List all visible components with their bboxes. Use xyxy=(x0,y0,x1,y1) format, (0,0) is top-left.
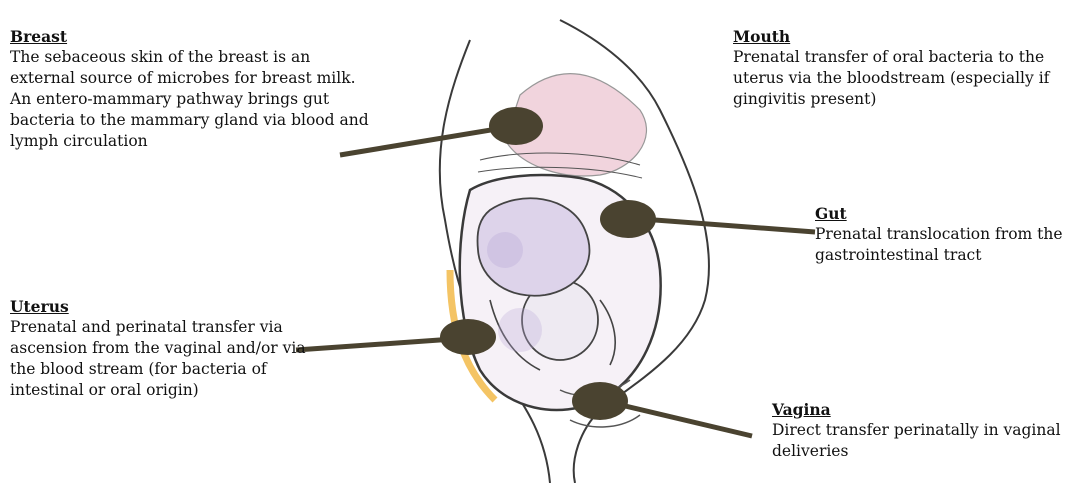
gut-connector-line xyxy=(628,218,815,232)
vagina-heading: Vagina xyxy=(772,399,1072,420)
mouth-heading: Mouth xyxy=(733,26,1083,47)
fetal-texture-2 xyxy=(498,308,542,352)
gut-label-block: Gut Prenatal translocation from the gast… xyxy=(815,203,1080,266)
vagina-marker xyxy=(572,382,628,420)
fetal-texture-1 xyxy=(487,232,523,268)
mouth-label-block: Mouth Prenatal transfer of oral bacteria… xyxy=(733,26,1083,110)
gut-description: Prenatal translocation from the gastroin… xyxy=(815,224,1080,266)
vagina-label-block: Vagina Direct transfer perinatally in va… xyxy=(772,399,1072,462)
mouth-description: Prenatal transfer of oral bacteria to th… xyxy=(733,47,1083,110)
breast-heading: Breast xyxy=(10,26,380,47)
breast-marker xyxy=(489,107,543,145)
uterus-heading: Uterus xyxy=(10,296,310,317)
uterus-marker xyxy=(440,319,496,355)
uterus-description: Prenatal and perinatal transfer via asce… xyxy=(10,317,310,401)
gut-heading: Gut xyxy=(815,203,1080,224)
uterus-label-block: Uterus Prenatal and perinatal transfer v… xyxy=(10,296,310,401)
breast-description: The sebaceous skin of the breast is an e… xyxy=(10,47,380,152)
vagina-description: Direct transfer perinatally in vaginal d… xyxy=(772,420,1072,462)
breast-label-block: Breast The sebaceous skin of the breast … xyxy=(10,26,380,152)
gut-marker xyxy=(600,200,656,238)
